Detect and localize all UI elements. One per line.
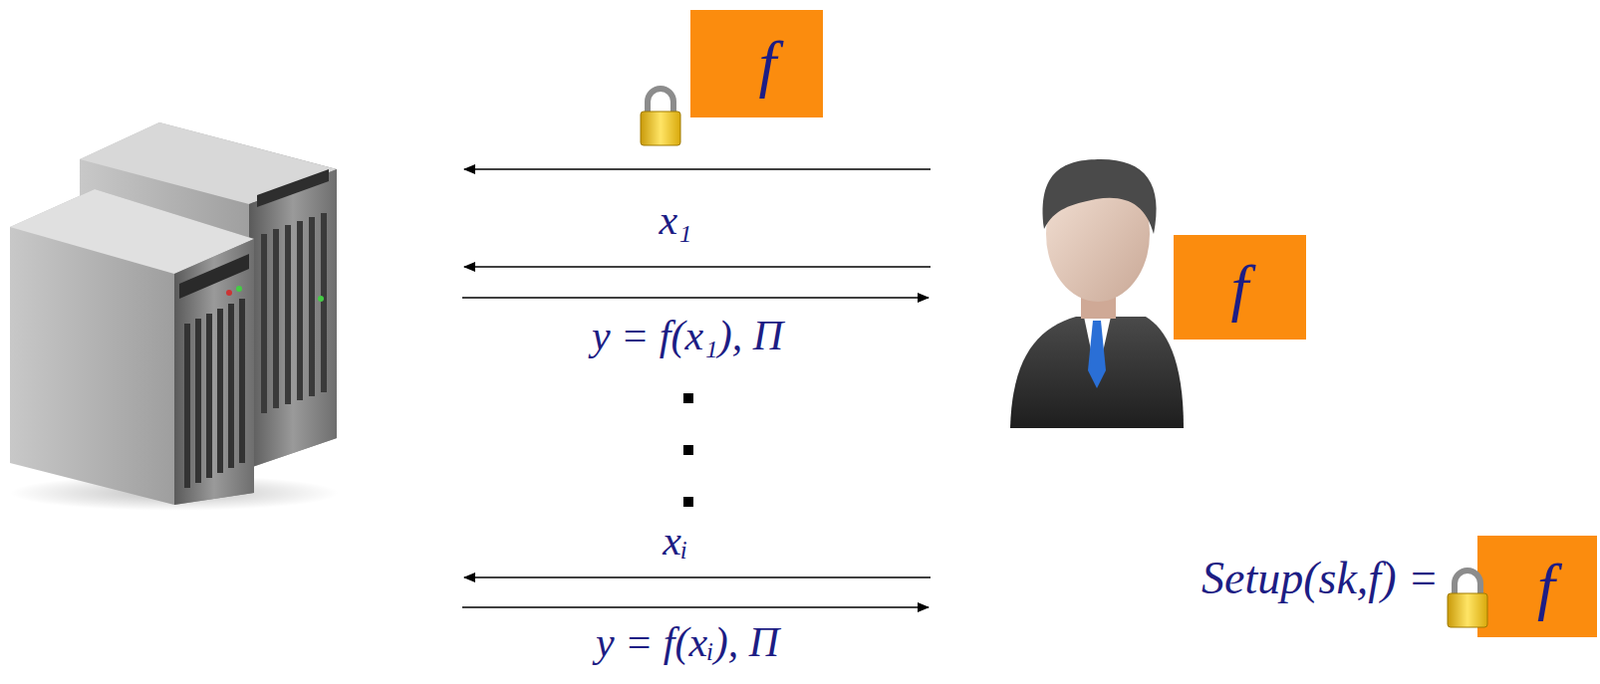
message-arrows (462, 169, 931, 608)
arrow-to-client (462, 606, 929, 609)
arrow-to-server (464, 168, 931, 171)
message-label: x₁ (658, 197, 692, 244)
arrow-to-server (464, 576, 931, 579)
padlock-icon (637, 83, 684, 148)
message-label: y = f(xᵢ), Π (595, 619, 780, 666)
setup-formula: Setup(sk,f) = (1201, 553, 1439, 605)
arrow-to-server (464, 266, 931, 268)
function-symbol: f (1537, 554, 1556, 619)
person-icon (1010, 159, 1184, 429)
padlock-icon (1444, 565, 1491, 630)
message-label: xᵢ (662, 518, 688, 564)
function-box: f (690, 9, 823, 118)
message-label: y = f(x₁), Π (591, 312, 784, 359)
function-box: f (1173, 235, 1307, 340)
function-symbol: f (759, 31, 778, 96)
arrow-to-client (462, 296, 929, 299)
server-icon (9, 122, 339, 512)
function-box: f (1477, 535, 1598, 638)
ellipsis-dots (683, 393, 694, 508)
function-symbol: f (1231, 256, 1250, 320)
